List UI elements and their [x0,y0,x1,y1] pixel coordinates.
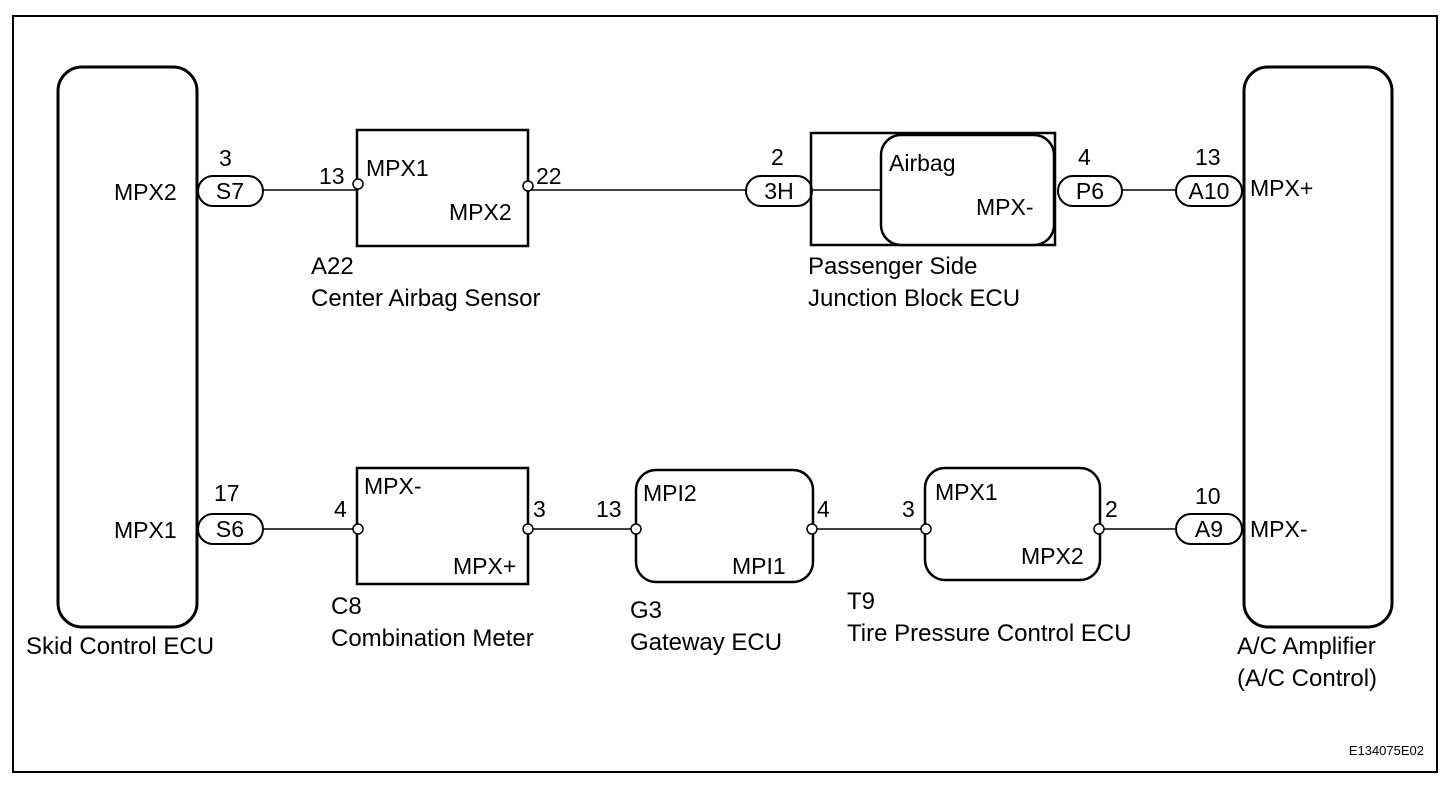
meter-code: C8 [331,593,362,620]
junction-block-name-line2: Junction Block ECU [808,285,1020,312]
meter-right-pin-no: 3 [533,496,546,522]
diagram-frame [12,15,1438,773]
tpms-pin-left: MPX1 [935,479,998,505]
junction-inner-label: Airbag [889,150,955,176]
skid-pin-lower: MPX1 [114,517,177,543]
airbag-sensor-right-pin-no: 22 [536,163,562,189]
airbag-sensor-pin-right: MPX2 [449,199,512,225]
figure-reference: E134075E02 [1349,743,1424,758]
meter-right-terminal [522,523,534,535]
center-airbag-sensor-box [355,128,530,248]
skid-control-ecu-label: Skid Control ECU [26,633,214,660]
gateway-left-terminal [630,523,642,535]
gateway-right-terminal [806,523,818,535]
ac-amplifier-label-line1: A/C Amplifier [1237,633,1376,660]
tpms-right-pin-no: 2 [1105,496,1118,522]
airbag-sensor-name: Center Airbag Sensor [311,285,540,312]
airbag-sensor-right-terminal [522,180,534,192]
ac-amplifier-box [1242,65,1394,629]
connector-p6-label: P6 [1076,178,1104,204]
meter-left-pin-no: 4 [334,496,347,522]
connector-s6-pin: 17 [214,480,240,506]
meter-pin-right: MPX+ [453,553,516,579]
connector-a10 [1175,175,1243,207]
skid-control-ecu-box [56,65,199,629]
meter-name: Combination Meter [331,625,534,652]
meter-pin-left: MPX- [364,473,422,499]
connector-a9-pin: 10 [1195,483,1221,509]
tpms-left-pin-no: 3 [902,496,915,522]
gateway-left-pin-no: 13 [596,496,622,522]
connector-a10-label: A10 [1189,178,1230,204]
tpms-pin-right: MPX2 [1021,543,1084,569]
airbag-sensor-left-pin-no: 13 [319,163,345,189]
connector-s7-label: S7 [216,178,244,204]
gateway-name: Gateway ECU [630,629,782,656]
airbag-sensor-pin-left: MPX1 [366,155,429,181]
ac-amplifier-label-line2: (A/C Control) [1237,665,1377,692]
gateway-pin-right: MPI1 [732,553,786,579]
gateway-right-pin-no: 4 [817,496,830,522]
junction-block-name-line1: Passenger Side [808,253,977,280]
tpms-right-terminal [1093,523,1105,535]
connector-s7 [197,175,264,207]
tpms-code: T9 [847,588,875,615]
connector-a10-pin: 13 [1195,144,1221,170]
gateway-pin-left: MPI2 [643,480,697,506]
connector-p6 [1057,175,1123,207]
airbag-sensor-left-terminal [352,178,364,190]
ac-pin-upper: MPX+ [1250,175,1313,201]
skid-pin-upper: MPX2 [114,179,177,205]
junction-airbag-subunit [879,133,1056,247]
connector-a9-label: A9 [1195,516,1223,542]
tpms-name: Tire Pressure Control ECU [847,620,1132,647]
gateway-code: G3 [630,597,662,624]
connector-s7-pin: 3 [219,145,232,171]
connector-s6 [197,513,264,545]
connector-3h-pin: 2 [771,144,784,170]
junction-pin: MPX- [976,194,1034,220]
airbag-sensor-code: A22 [311,253,354,280]
connector-a9 [1175,513,1243,545]
ac-pin-lower: MPX- [1250,516,1308,542]
meter-left-terminal [352,523,364,535]
connector-p6-pin: 4 [1078,144,1091,170]
connector-s6-label: S6 [216,516,244,542]
tpms-left-terminal [920,523,932,535]
connector-3h-label: 3H [764,178,793,204]
